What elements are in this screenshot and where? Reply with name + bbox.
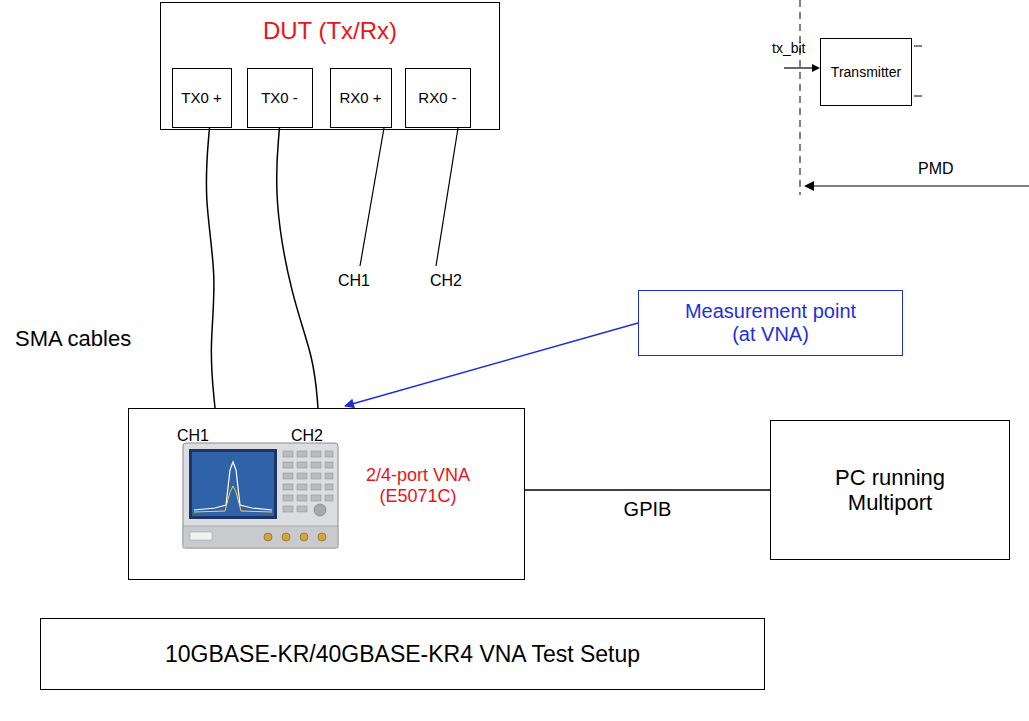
block-name: Transmitter: [831, 64, 901, 80]
process-box: Transmitter: [820, 38, 912, 106]
channel-name: CH1: [177, 427, 209, 445]
callout-arrow: [345, 323, 638, 406]
device-title: DUT (Tx/Rx): [161, 17, 499, 45]
caption-text: 10GBASE-KR/40GBASE-KR4 VNA Test Setup: [165, 641, 640, 667]
pmd-span-line: [812, 185, 1029, 186]
arrow-head: [804, 181, 814, 191]
sma-cable: [277, 128, 318, 409]
device-box: TX0 + TX0 - RX0 + RX0 - DUT (Tx/Rx): [160, 2, 500, 130]
callout-box: Measurement point (at VNA): [638, 290, 903, 356]
channel-label: CH2: [430, 272, 462, 290]
vna-instrument-picture: [183, 443, 338, 548]
edge-label: GPIB: [621, 498, 675, 521]
gpib-cable: [525, 489, 770, 491]
channel-label: CH1: [338, 272, 370, 290]
cable-label: SMA cables: [15, 326, 131, 351]
block-label: PMD: [918, 160, 954, 178]
channel-name: CH2: [291, 427, 323, 445]
signal-name: tx_bit: [772, 40, 805, 56]
signal-stub: [914, 46, 922, 47]
pin-name: RX0 -: [418, 89, 456, 106]
leader-line: [436, 128, 458, 266]
pin-box: TX0 +: [172, 68, 232, 128]
pin-name: TX0 +: [181, 89, 221, 106]
signal-stub: [914, 96, 922, 97]
caption-box: 10GBASE-KR/40GBASE-KR4 VNA Test Setup: [40, 618, 765, 690]
computer-name: PC running Multiport: [810, 465, 970, 516]
sma-cable: [206, 128, 215, 409]
leader-line: [360, 128, 384, 266]
pin-name: TX0 -: [261, 89, 298, 106]
arrow-head: [812, 64, 820, 72]
pin-box: TX0 -: [247, 68, 313, 128]
computer-box: PC running Multiport: [770, 420, 1010, 560]
callout-text: Measurement point (at VNA): [671, 300, 871, 346]
instrument-box: CH1 CH2 2/4-port VNA (E5071C): [128, 408, 525, 580]
signal-arrow: [784, 67, 814, 68]
pin-name: RX0 +: [339, 89, 381, 106]
pin-box: RX0 -: [405, 68, 471, 128]
instrument-name: 2/4-port VNA (E5071C): [343, 465, 493, 506]
pin-box: RX0 +: [330, 68, 392, 128]
boundary-dashed-line: [800, 0, 801, 195]
